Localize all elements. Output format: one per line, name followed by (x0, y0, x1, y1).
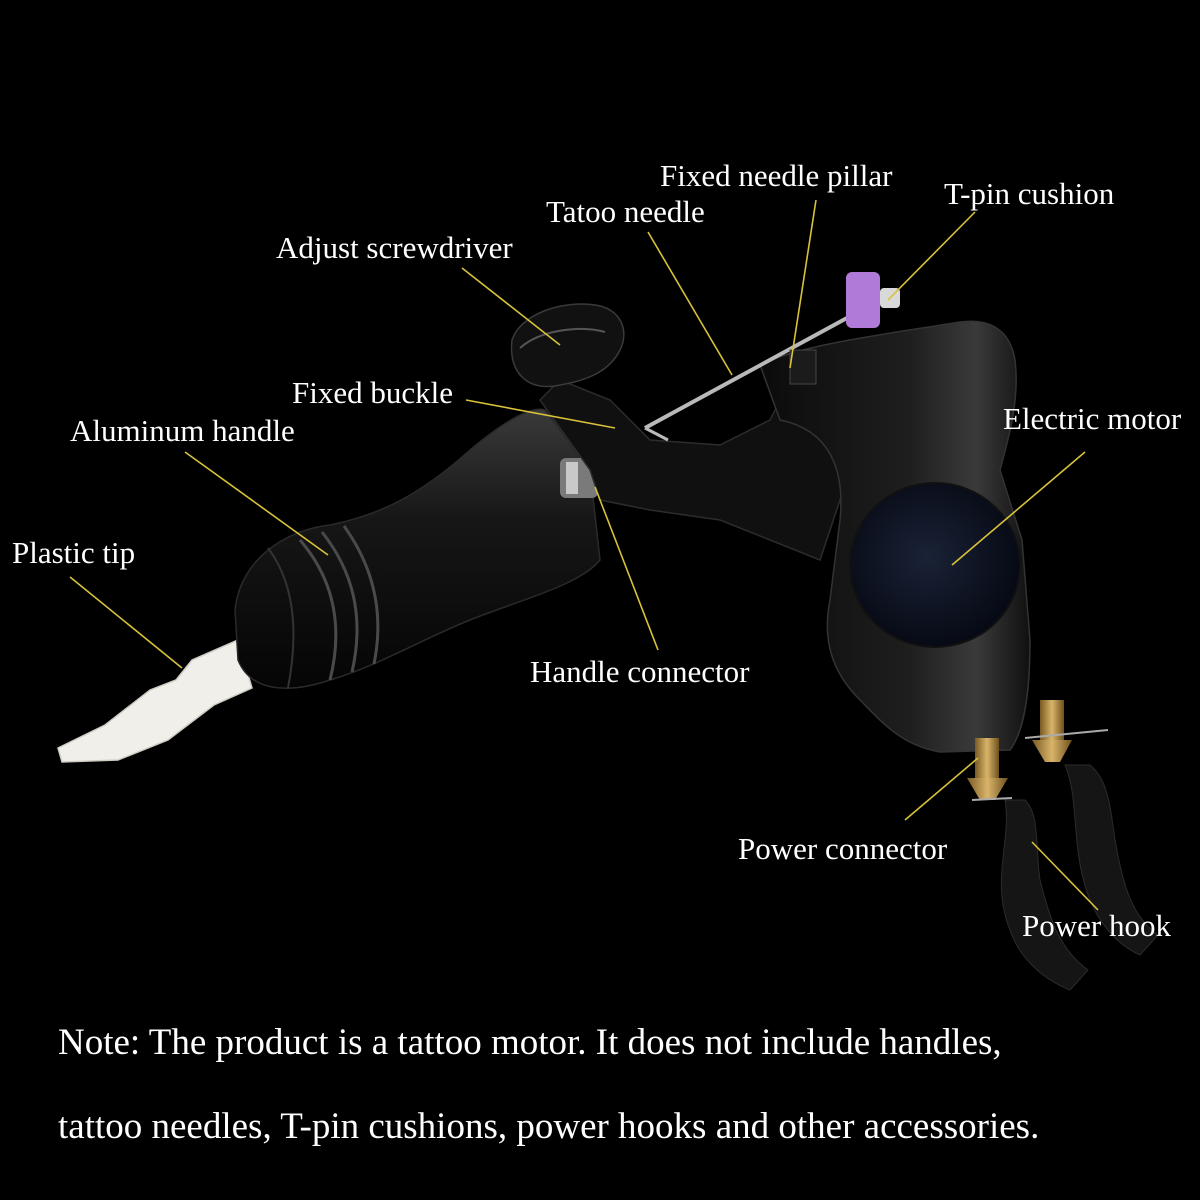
leader-electric-motor (951, 451, 1086, 566)
label-plastic-tip: Plastic tip (12, 535, 136, 570)
label-adjust-screwdriver: Adjust screwdriver (276, 230, 513, 265)
label-handle-connector: Handle connector (530, 654, 750, 689)
leader-power-connector (904, 757, 979, 821)
label-power-connector: Power connector (738, 831, 948, 866)
label-fixed-buckle: Fixed buckle (292, 375, 453, 410)
label-tatoo-needle: Tatoo needle (546, 194, 705, 229)
leader-plastic-tip (69, 576, 183, 669)
plastic-tip-shape (57, 638, 253, 763)
power-connector-shape (967, 700, 1109, 801)
leader-lines (69, 199, 1099, 911)
leader-fixed-buckle (465, 399, 616, 429)
leader-aluminum-handle (184, 451, 329, 556)
needle-pillar-shape (789, 349, 817, 385)
leader-fixed-needle-pillar (789, 199, 817, 369)
tattoo-needle-shape (644, 298, 881, 430)
note-line-2: tattoo needles, T-pin cushions, power ho… (58, 1106, 1040, 1147)
leader-adjust-screwdriver (461, 267, 561, 346)
aluminum-handle-shape (234, 408, 601, 689)
leader-power-hook (1031, 841, 1099, 911)
power-hook-shape (1000, 764, 1159, 991)
leader-tatoo-needle (647, 231, 733, 376)
label-power-hook: Power hook (1022, 908, 1171, 943)
electric-motor-shape (849, 482, 1021, 648)
label-aluminum-handle: Aluminum handle (70, 413, 295, 448)
label-t-pin-cushion: T-pin cushion (944, 176, 1115, 211)
t-pin-cushion-shape (846, 272, 880, 328)
leader-t-pin-cushion (887, 211, 976, 301)
leader-handle-connector (594, 486, 659, 651)
adjust-screwdriver-shape (510, 303, 625, 388)
note-line-1: Note: The product is a tattoo motor. It … (58, 1022, 1002, 1063)
label-electric-motor: Electric motor (1003, 401, 1182, 436)
label-fixed-needle-pillar: Fixed needle pillar (660, 158, 893, 193)
